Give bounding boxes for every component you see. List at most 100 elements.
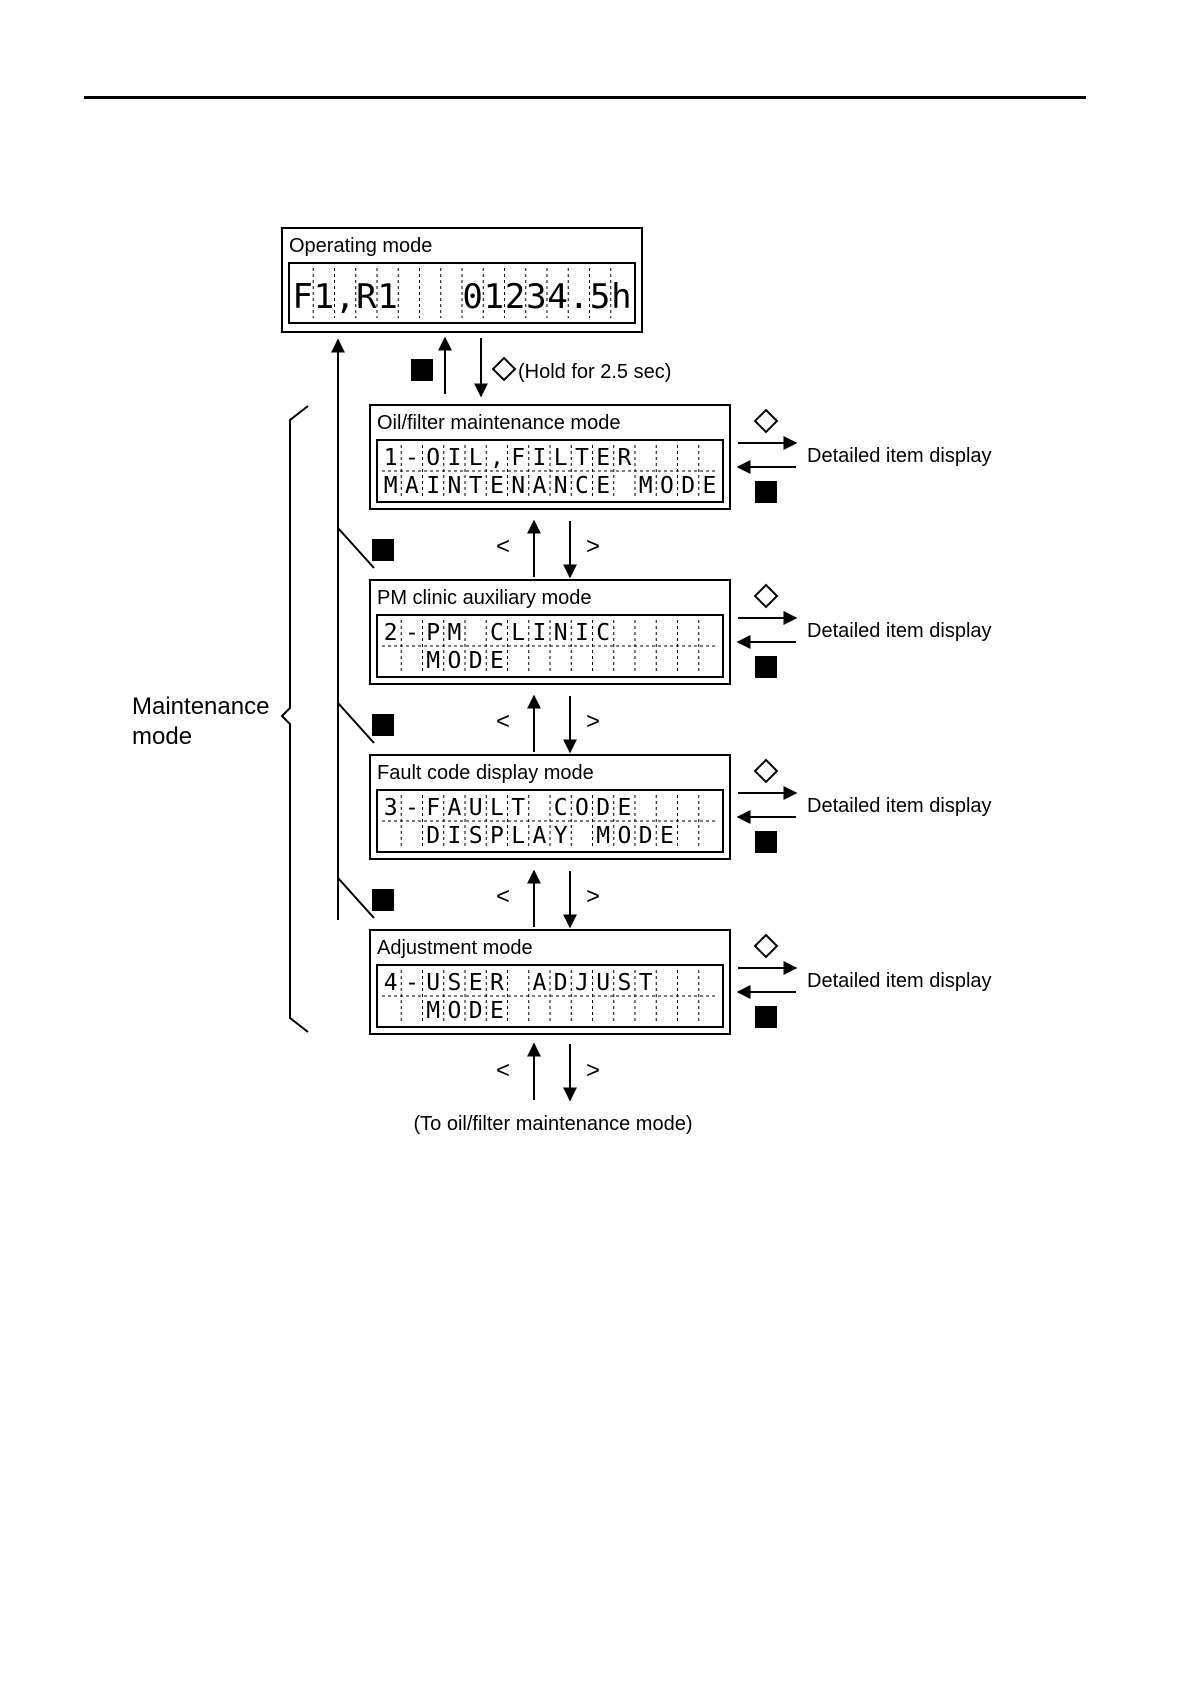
- detail-item-label: Detailed item display: [807, 620, 992, 642]
- lcd-char: .: [569, 277, 589, 317]
- lcd-char: M: [426, 998, 440, 1024]
- stop-square-icon: [755, 481, 777, 503]
- lcd-char: U: [469, 795, 483, 821]
- lcd-char: E: [596, 473, 610, 499]
- lcd-char: N: [554, 620, 568, 646]
- stop-square-icon: [755, 656, 777, 678]
- diamond-icon: [491, 356, 517, 382]
- right-chevron-icon: >: [586, 533, 600, 560]
- lcd-char: -: [405, 795, 419, 821]
- lcd-char: R: [356, 277, 377, 317]
- lcd-char: T: [469, 473, 483, 499]
- mode-title: Oil/filter maintenance mode: [377, 412, 620, 434]
- lcd-char: C: [596, 620, 610, 646]
- right-chevron-icon: >: [586, 708, 600, 735]
- lcd-char: A: [447, 795, 461, 821]
- lcd-char: ,: [490, 445, 504, 471]
- stop-square-icon: [411, 359, 433, 381]
- lcd-char: S: [469, 823, 483, 849]
- detail-item-label: Detailed item display: [807, 970, 992, 992]
- lcd-char: -: [405, 620, 419, 646]
- lcd-char: D: [681, 473, 695, 499]
- lcd-char: 1: [384, 445, 398, 471]
- lcd-char: E: [660, 823, 674, 849]
- lcd-char: I: [532, 620, 546, 646]
- lcd-char: M: [426, 648, 440, 674]
- detail-transition: Detailed item display: [736, 933, 992, 1028]
- lcd-char: I: [426, 473, 440, 499]
- lcd-char: 0: [462, 277, 482, 317]
- lcd-char: L: [554, 445, 568, 471]
- stop-square-icon: [755, 831, 777, 853]
- lcd-char: A: [532, 823, 546, 849]
- lcd-char: 2: [384, 620, 398, 646]
- lcd-char: D: [639, 823, 653, 849]
- lcd-char: 4: [547, 277, 567, 317]
- left-chevron-icon: <: [496, 708, 510, 735]
- stop-square-icon: [372, 889, 394, 911]
- lcd-char: L: [490, 795, 504, 821]
- mode-title: Fault code display mode: [377, 762, 594, 784]
- lcd-char: J: [575, 970, 589, 996]
- bottom-navigation-arrows: < >: [496, 1042, 600, 1102]
- lcd-char: E: [469, 970, 483, 996]
- lcd-char: S: [617, 970, 631, 996]
- lcd-char: I: [447, 445, 461, 471]
- maintenance-mode-brace: [280, 405, 309, 1033]
- lcd-char: F: [292, 277, 312, 317]
- lcd-char: 1: [314, 277, 334, 317]
- detail-item-label: Detailed item display: [807, 445, 992, 467]
- operating-mode-title: Operating mode: [289, 235, 432, 257]
- mode-navigation-arrows: <>: [496, 519, 600, 579]
- mode-navigation-arrows: <>: [496, 694, 600, 754]
- stop-square-icon: [755, 1006, 777, 1028]
- lcd-char: 3: [526, 277, 546, 317]
- footer-note: (To oil/filter maintenance mode): [413, 1113, 692, 1135]
- lcd-char: E: [617, 795, 631, 821]
- detail-transition: Detailed item display: [736, 583, 992, 678]
- lcd-char: M: [384, 473, 398, 499]
- hold-duration-label: (Hold for 2.5 sec): [518, 361, 671, 383]
- lcd-char: U: [426, 970, 440, 996]
- lcd-char: 5: [590, 277, 610, 317]
- lcd-char: E: [490, 473, 504, 499]
- lcd-char: h: [611, 277, 631, 317]
- lcd-char: T: [511, 795, 525, 821]
- detail-transition: Detailed item display: [736, 758, 992, 853]
- detail-item-label: Detailed item display: [807, 795, 992, 817]
- right-chevron-icon: >: [586, 883, 600, 910]
- lcd-char: R: [490, 970, 504, 996]
- lcd-char: -: [405, 445, 419, 471]
- detail-transition: Detailed item display: [736, 408, 992, 503]
- lcd-char: I: [447, 823, 461, 849]
- diamond-icon: [753, 583, 779, 609]
- lcd-char: E: [490, 998, 504, 1024]
- lcd-char: F: [511, 445, 525, 471]
- lcd-char: I: [575, 620, 589, 646]
- left-chevron-icon: <: [496, 1057, 510, 1084]
- lcd-char: 2: [505, 277, 525, 317]
- lcd-char: F: [426, 795, 440, 821]
- lcd-char: C: [490, 620, 504, 646]
- lcd-char: A: [405, 473, 419, 499]
- left-chevron-icon: <: [496, 533, 510, 560]
- lcd-char: 1: [377, 277, 397, 317]
- lcd-char: 4: [384, 970, 398, 996]
- lcd-char: S: [447, 970, 461, 996]
- stop-square-icon: [372, 539, 394, 561]
- lcd-char: L: [469, 445, 483, 471]
- lcd-char: ,: [335, 277, 355, 317]
- lcd-char: E: [596, 445, 610, 471]
- right-chevron-icon: >: [586, 1057, 600, 1084]
- lcd-char: C: [575, 473, 589, 499]
- lcd-char: N: [447, 473, 461, 499]
- diamond-icon: [753, 408, 779, 434]
- maintenance-mode-label-line1: Maintenance: [132, 693, 269, 720]
